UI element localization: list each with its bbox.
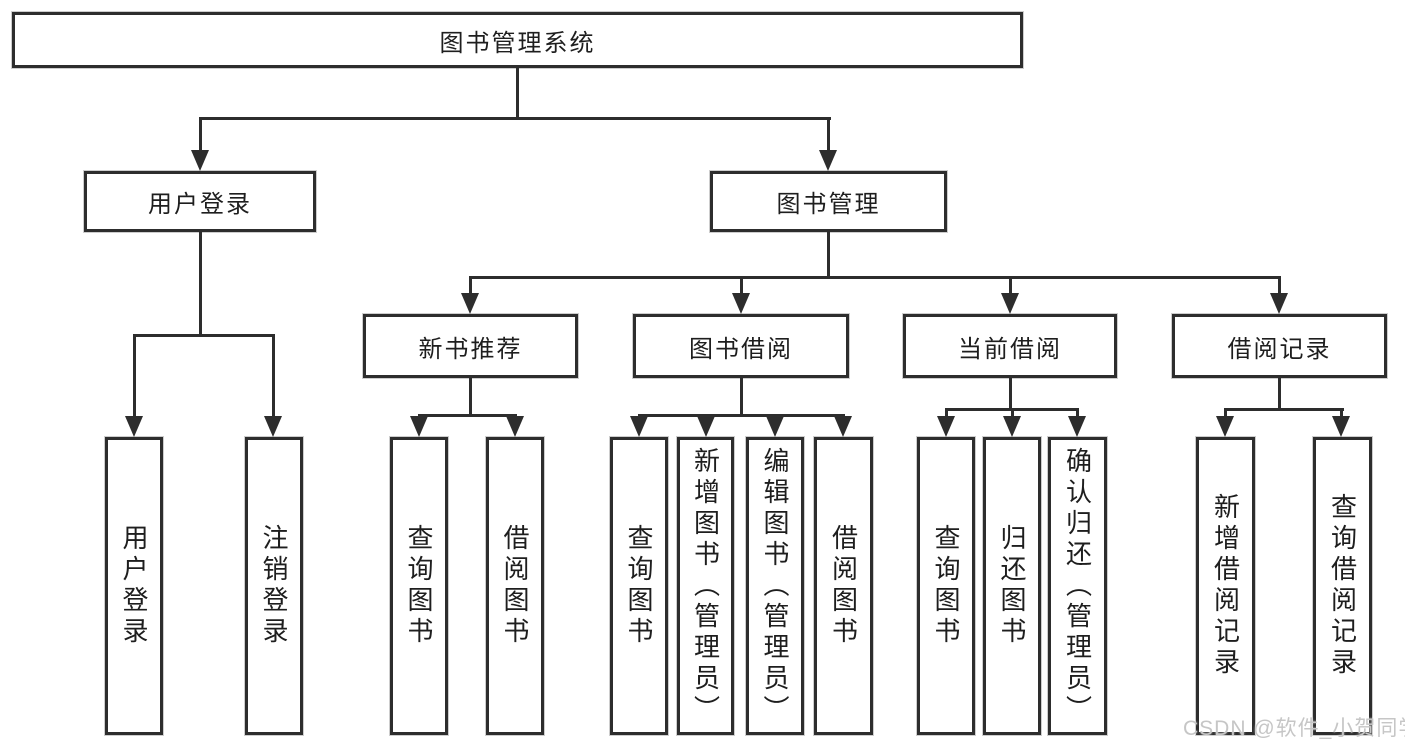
leaf-user-login: 用户登录: [105, 437, 163, 735]
connector-line: [469, 276, 472, 294]
leaf-label: 查询借阅记录: [1327, 493, 1358, 679]
connector-line: [1009, 378, 1012, 410]
leaf-edit-book-admin: 编辑图书（管理员）: [746, 437, 804, 735]
connector-line: [133, 334, 275, 337]
node-book-management: 图书管理: [710, 171, 947, 232]
connector-line: [133, 334, 136, 416]
arrow-down-icon: [1001, 293, 1019, 314]
arrow-down-icon: [410, 416, 428, 437]
arrow-down-icon: [630, 416, 648, 437]
connector-line: [827, 232, 830, 278]
node-current-borrowing: 当前借阅: [903, 314, 1117, 378]
leaf-label: 编辑图书（管理员）: [760, 446, 790, 726]
connector-line: [199, 117, 202, 152]
watermark: CSDN @软件_小贺同学: [1183, 717, 1405, 740]
connector-line: [418, 414, 517, 417]
connector-line: [1224, 408, 1227, 418]
leaf-label: 查询图书: [624, 524, 654, 648]
arrow-down-icon: [125, 416, 143, 437]
connector-line: [638, 414, 845, 417]
arrow-down-icon: [506, 416, 524, 437]
connector-line: [272, 334, 275, 416]
connector-line: [199, 232, 202, 335]
arrow-down-icon: [191, 150, 209, 171]
leaf-query-borrow-record: 查询借阅记录: [1313, 437, 1372, 735]
connector-line: [1340, 408, 1343, 418]
connector-line: [469, 276, 1281, 279]
leaf-label: 查询图书: [404, 524, 434, 648]
connector-line: [1076, 408, 1079, 418]
arrow-down-icon: [819, 150, 837, 171]
connector-line: [516, 68, 519, 118]
arrow-down-icon: [461, 293, 479, 314]
arrow-down-icon: [834, 416, 852, 437]
leaf-label: 归还图书: [997, 524, 1027, 648]
arrow-down-icon: [766, 416, 784, 437]
connector-line: [1278, 276, 1281, 294]
leaf-query-books-recommend: 查询图书: [390, 437, 448, 735]
connector-line: [1011, 408, 1014, 418]
leaf-return-book: 归还图书: [983, 437, 1041, 735]
leaf-label: 借阅图书: [500, 524, 530, 648]
node-root: 图书管理系统: [12, 12, 1023, 68]
arrow-down-icon: [1270, 293, 1288, 314]
leaf-label: 用户登录: [119, 524, 149, 648]
leaf-label: 确认归还（管理员）: [1062, 446, 1093, 726]
connector-line: [1009, 276, 1012, 294]
leaf-borrow-books-recommend: 借阅图书: [486, 437, 544, 735]
arrow-down-icon: [1332, 416, 1350, 437]
node-user-login: 用户登录: [84, 171, 316, 232]
arrow-down-icon: [1003, 416, 1021, 437]
connector-line: [1278, 378, 1281, 410]
connector-line: [740, 276, 743, 294]
leaf-query-books-current: 查询图书: [917, 437, 975, 735]
arrow-down-icon: [1068, 416, 1086, 437]
connector-line: [945, 408, 948, 418]
node-borrowing-records: 借阅记录: [1172, 314, 1387, 378]
arrow-down-icon: [937, 416, 955, 437]
arrow-down-icon: [697, 416, 715, 437]
connector-line: [1224, 408, 1344, 411]
leaf-confirm-return-admin: 确认归还（管理员）: [1048, 437, 1107, 735]
arrow-down-icon: [264, 416, 282, 437]
leaf-label: 注销登录: [259, 524, 289, 648]
leaf-borrow-books: 借阅图书: [814, 437, 873, 735]
leaf-add-borrow-record: 新增借阅记录: [1196, 437, 1255, 735]
arrow-down-icon: [732, 293, 750, 314]
node-new-book-recommendation: 新书推荐: [363, 314, 578, 378]
connector-line: [469, 378, 472, 416]
connector-line: [827, 117, 830, 152]
leaf-label: 新增借阅记录: [1210, 493, 1241, 679]
leaf-query-books-borrowing: 查询图书: [610, 437, 668, 735]
leaf-label: 查询图书: [931, 524, 961, 648]
leaf-add-book-admin: 新增图书（管理员）: [677, 437, 734, 735]
leaf-label: 新增图书（管理员）: [690, 446, 721, 726]
arrow-down-icon: [1216, 416, 1234, 437]
node-book-borrowing: 图书借阅: [633, 314, 849, 378]
connector-line: [740, 378, 743, 416]
connector-line: [199, 117, 831, 120]
leaf-label: 借阅图书: [828, 524, 859, 648]
leaf-logout: 注销登录: [245, 437, 303, 735]
